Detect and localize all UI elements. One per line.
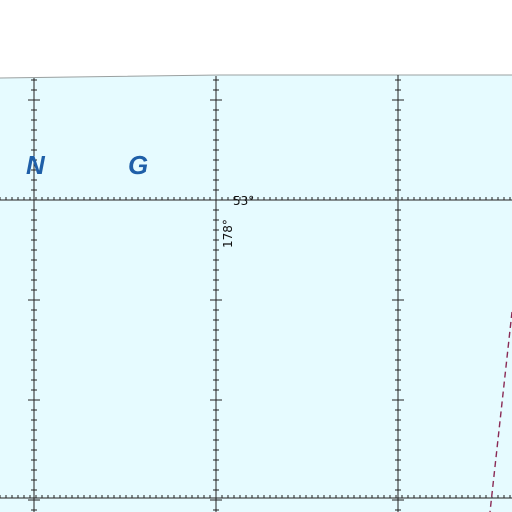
map-label-n: N [26, 150, 45, 180]
grid-ticks [0, 79, 511, 511]
latitude-label: 53° [233, 194, 255, 208]
water-area [0, 75, 512, 512]
map-label-g: G [128, 150, 149, 180]
longitude-label: 178° [221, 219, 235, 248]
coastline [0, 74, 512, 79]
boundary-line [489, 311, 512, 512]
